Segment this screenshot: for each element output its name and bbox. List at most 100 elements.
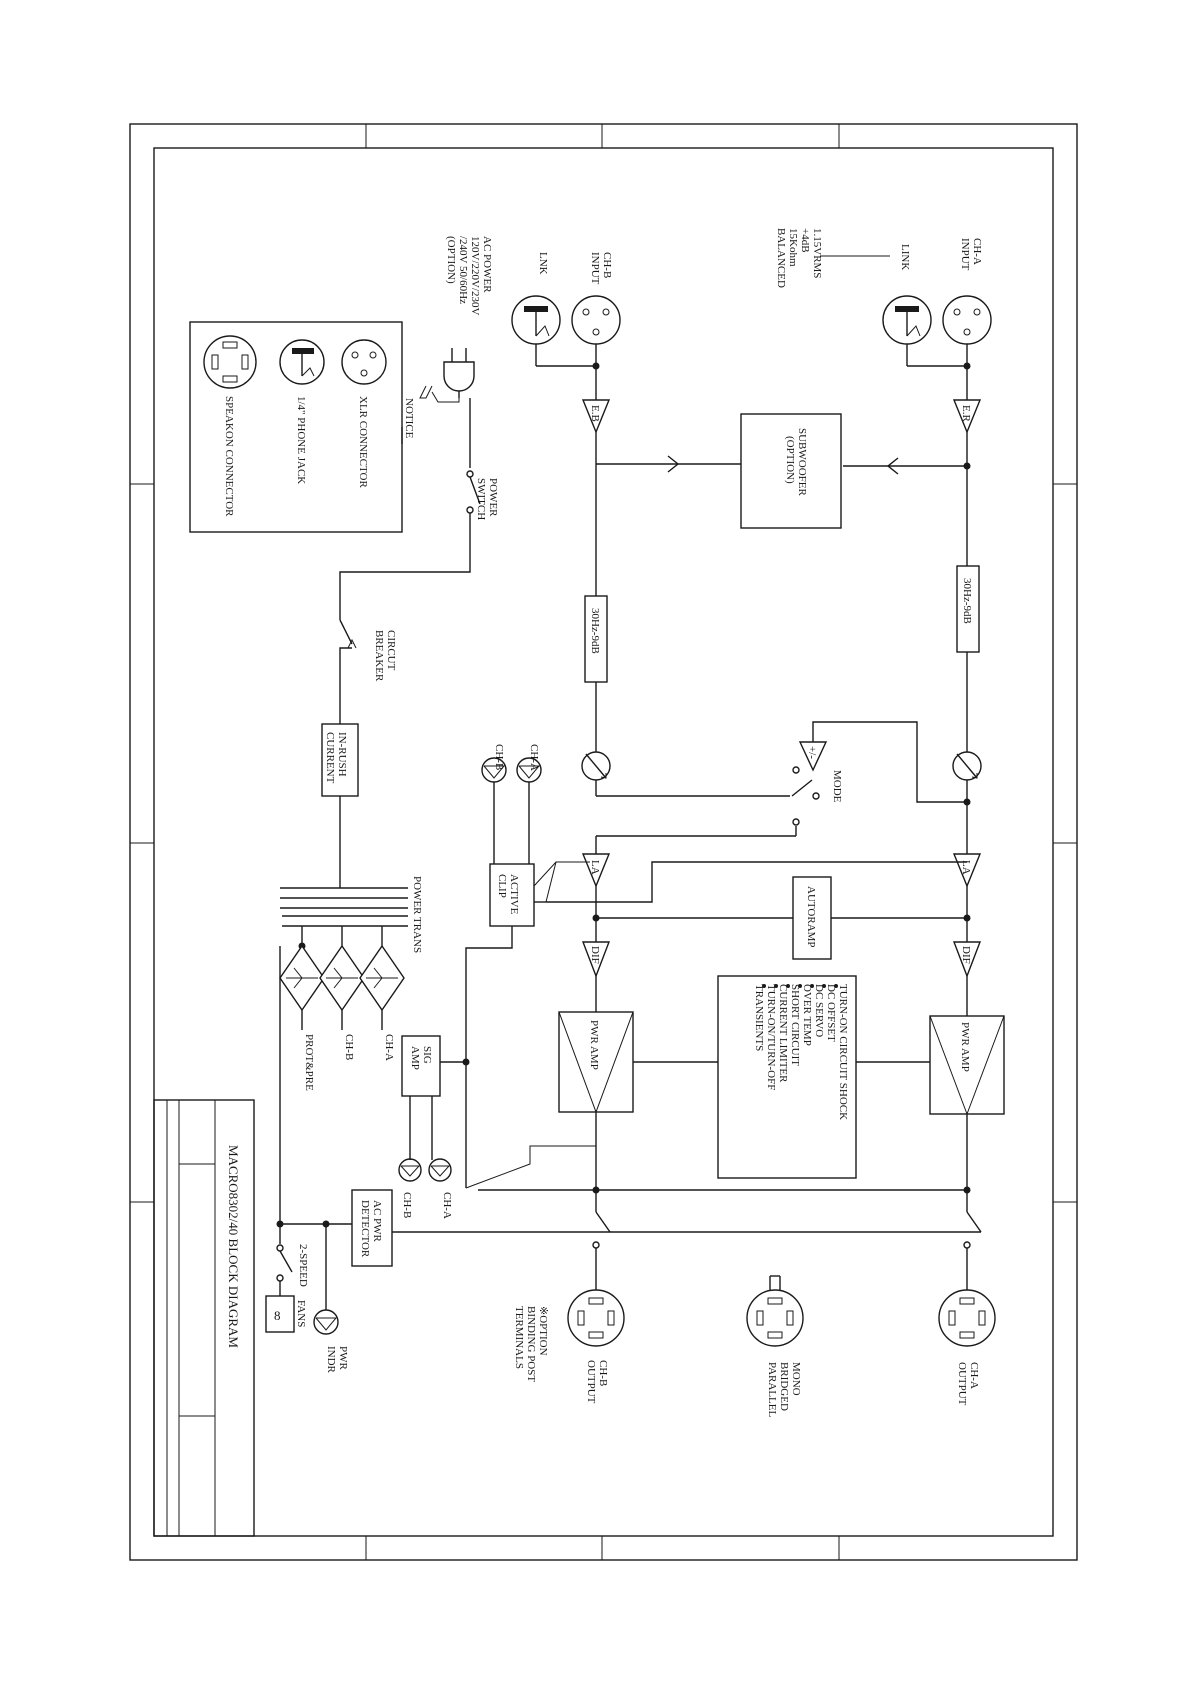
fans-label: FANS bbox=[295, 1300, 307, 1327]
active-clip-block bbox=[489, 863, 535, 927]
ch-a-chain: CH-A INPUT LINK 1.15VRMS +4dB 15Kohm BAL… bbox=[775, 228, 1005, 1406]
power-switch bbox=[469, 476, 481, 505]
fans-icon bbox=[265, 1295, 295, 1333]
ch-a-30hz-filter bbox=[956, 565, 980, 653]
mono-label-1: MONO bbox=[790, 1362, 802, 1396]
subwoofer-block: SUBWOOFER (OPTION) bbox=[740, 413, 842, 529]
sig-led-a-label: CH-A bbox=[441, 1192, 453, 1219]
power-transformer: POWER TRANS bbox=[280, 876, 423, 953]
ch-a-link-label: LINK bbox=[899, 244, 911, 270]
fans-count: 8 bbox=[274, 1308, 281, 1323]
protection-item-7: TURN-ON/TURN-OFF bbox=[765, 984, 777, 1090]
sig-led-b-label: CH-B bbox=[401, 1192, 413, 1218]
circuit-breaker-label: CIRCUT bbox=[385, 630, 397, 671]
ac-detector-label: AC PWR bbox=[371, 1200, 383, 1243]
autoramp-label: AUTORAMP bbox=[805, 886, 817, 948]
ch-a-la-label: LA bbox=[960, 860, 972, 875]
diagram-title: MACRO8302/40 BLOCK DIAGRAM bbox=[226, 1145, 241, 1348]
ch-a-input-label-2: INPUT bbox=[959, 238, 971, 271]
mono-speakon-icon bbox=[746, 1289, 804, 1347]
ch-b-xlr-icon bbox=[571, 295, 621, 345]
notice-speakon-icon bbox=[203, 335, 257, 389]
pwr-indr-label: PWR bbox=[337, 1346, 349, 1371]
pwr-indr-led-icon bbox=[313, 1309, 339, 1335]
ch-b-output-label: CH-B bbox=[597, 1360, 609, 1386]
ch-b-power-amp bbox=[558, 1011, 634, 1113]
ch-b-speakon-output-icon bbox=[567, 1289, 625, 1347]
clip-indicators: CH-A CH-B ACTIVE CLIP bbox=[465, 744, 590, 1188]
circuit-breaker-label-2: BREAKER bbox=[373, 630, 385, 682]
ac-power-label-3: /240V 50/60Hz bbox=[457, 236, 469, 304]
ch-a-spec-3: 15Kohm bbox=[787, 228, 799, 267]
protection-item-8: TRANSIENTS bbox=[753, 984, 765, 1051]
sig-amp-label: SIG bbox=[421, 1046, 433, 1064]
la-cross-links bbox=[545, 861, 967, 903]
ac-pwr-detector-block bbox=[351, 1189, 393, 1267]
ch-a-xlr-icon bbox=[942, 295, 992, 345]
ch-b-dif-buffer bbox=[581, 941, 611, 978]
binding-post-note: ※OPTION BINDING POST TERMINALS bbox=[513, 1306, 549, 1382]
notice-box: NOTICE XLR CONNECTOR 1/4" PHONE JACK SPE… bbox=[189, 321, 415, 533]
rectifier-prot-label: PROT&PRE bbox=[303, 1034, 315, 1091]
sig-led-a-icon bbox=[428, 1158, 452, 1182]
power-trans-label: POWER TRANS bbox=[411, 876, 423, 953]
output-bus bbox=[390, 1189, 981, 1290]
protection-block: TURN-ON CIRCUIT SHOCK DC OFFSET DC SERVO… bbox=[633, 975, 930, 1179]
outer-frame bbox=[129, 123, 1078, 1561]
notice-xlr-icon bbox=[341, 339, 387, 385]
protection-item-1: TURN-ON CIRCUIT SHOCK bbox=[837, 984, 849, 1120]
ac-detector-fans: AC PWR DETECTOR PWR INDR 2-SPEED 8 FANS bbox=[265, 1189, 393, 1374]
binding-label-2: BINDING POST bbox=[525, 1306, 537, 1382]
ch-a-spec-4: BALANCED bbox=[775, 228, 787, 288]
ac-power-label-2: 120V/220V/230V bbox=[469, 236, 481, 316]
ch-a-speakon-output-icon bbox=[938, 1289, 996, 1347]
ch-b-input-label: CH-B bbox=[601, 252, 613, 278]
ch-b-filter-label: 30Hz-9dB bbox=[589, 608, 601, 654]
mode-switch bbox=[791, 779, 813, 797]
sig-led-b-icon bbox=[398, 1158, 422, 1182]
ch-a-dif-buffer bbox=[952, 941, 982, 978]
ch-b-link-label: LNK bbox=[537, 252, 549, 275]
clip-led-a-label: CH-A bbox=[528, 744, 540, 771]
notice-phone-label: 1/4" PHONE JACK bbox=[295, 396, 307, 484]
notice-xlr-label: XLR CONNECTOR bbox=[357, 396, 369, 488]
binding-label-1: ※OPTION bbox=[537, 1306, 549, 1356]
subwoofer-label-2: (OPTION) bbox=[784, 436, 796, 484]
active-clip-label: ACTIVE bbox=[508, 874, 520, 915]
ch-a-power-amp bbox=[929, 1015, 1005, 1115]
mono-bridged-output: MONO BRIDGED PARALLEL bbox=[746, 1289, 804, 1417]
protection-item-3: DC SERVO bbox=[813, 984, 825, 1037]
ch-b-eb-buffer bbox=[581, 399, 611, 434]
ac-detector-label-2: DETECTOR bbox=[359, 1200, 371, 1258]
ch-b-dif-label: DIF bbox=[589, 946, 601, 964]
signal-amp: SIG AMP CH-A CH-B bbox=[398, 1035, 596, 1219]
rectifier-a-label: CH-A bbox=[383, 1034, 395, 1061]
ch-a-spec-2: +4dB bbox=[799, 228, 811, 253]
active-clip-label-2: CLIP bbox=[496, 874, 508, 898]
mono-label-2: BRIDGED bbox=[778, 1362, 790, 1411]
ch-a-filter-label: 30Hz-9dB bbox=[961, 578, 973, 624]
ch-b-eb-label: E.B bbox=[589, 405, 601, 422]
ch-a-output-label: CH-A bbox=[968, 1362, 980, 1389]
inner-frame bbox=[153, 147, 1054, 1537]
clip-led-b-label: CH-B bbox=[493, 744, 505, 770]
circuit-breaker bbox=[339, 619, 353, 645]
rectifier-b-label: CH-B bbox=[343, 1034, 355, 1060]
ch-a-power-amp-label: PWR AMP bbox=[959, 1022, 971, 1072]
power-switch-label: POWER bbox=[487, 478, 499, 517]
subwoofer-label: SUBWOOFER bbox=[796, 428, 808, 497]
autoramp-block: AUTORAMP bbox=[596, 876, 967, 960]
ac-plug-icon bbox=[443, 361, 475, 392]
ac-power-section: AC POWER 120V/220V/230V /240V 50/60Hz (O… bbox=[321, 236, 499, 888]
pwr-indr-label-2: INDR bbox=[325, 1346, 337, 1374]
ch-a-input-label: CH-A bbox=[971, 238, 983, 265]
mode-op-label: +/- bbox=[806, 746, 818, 759]
ch-b-power-amp-label: PWR AMP bbox=[588, 1020, 600, 1070]
binding-label-3: TERMINALS bbox=[513, 1306, 525, 1369]
frame-ticks bbox=[130, 124, 1077, 1560]
power-switch-label-2: SWITCH bbox=[475, 478, 487, 520]
ch-b-input-label-2: INPUT bbox=[589, 252, 601, 285]
inrush-label-2: CURRENT bbox=[324, 732, 336, 784]
sig-amp-label-2: AMP bbox=[409, 1046, 421, 1070]
